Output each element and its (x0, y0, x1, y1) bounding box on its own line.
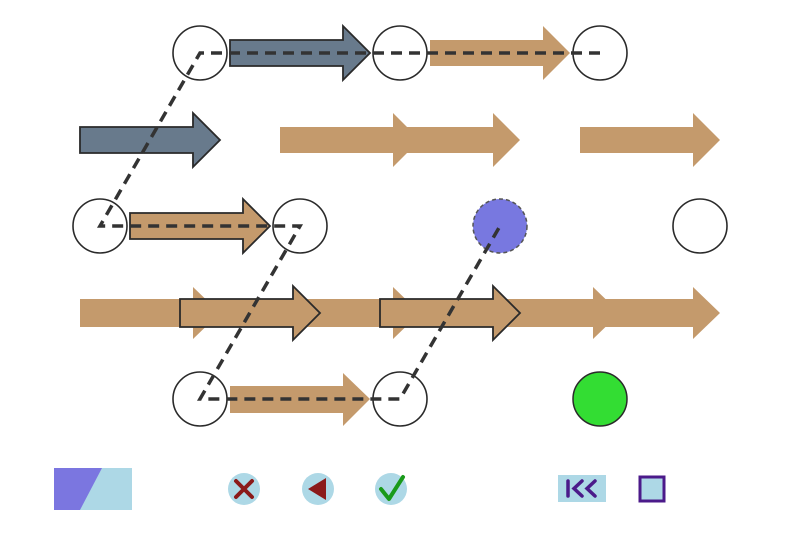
node-empty[interactable] (672, 198, 728, 254)
rewind-glyph (566, 479, 597, 498)
node-empty[interactable] (172, 25, 228, 81)
conveyor-row-1 (79, 110, 720, 170)
close-glyph (234, 479, 254, 499)
swatch-primary-half (54, 468, 102, 510)
node-goal[interactable] (572, 371, 628, 427)
tan-arrow (580, 287, 720, 339)
back-glyph (308, 478, 326, 500)
node-selected[interactable] (472, 198, 528, 254)
slate-arrow (79, 110, 222, 170)
route-path (96, 51, 600, 401)
tan-arrow (580, 113, 720, 167)
confirm-button[interactable] (375, 473, 407, 505)
tan-arrow (380, 113, 520, 167)
node-empty[interactable] (272, 198, 328, 254)
node-empty[interactable] (72, 198, 128, 254)
stop-button[interactable] (638, 475, 666, 503)
remove-button[interactable] (228, 473, 260, 505)
back-button[interactable] (302, 473, 334, 505)
tan-arrow-outlined (129, 196, 272, 256)
slate-arrow (229, 23, 372, 83)
check-glyph (379, 475, 405, 501)
rewind-button[interactable] (558, 475, 606, 502)
tan-arrow (280, 113, 420, 167)
toolbar (54, 468, 666, 510)
stop-square-icon (638, 475, 666, 503)
rewind-to-start-icon (558, 475, 606, 502)
color-swatch-button[interactable] (54, 468, 132, 510)
